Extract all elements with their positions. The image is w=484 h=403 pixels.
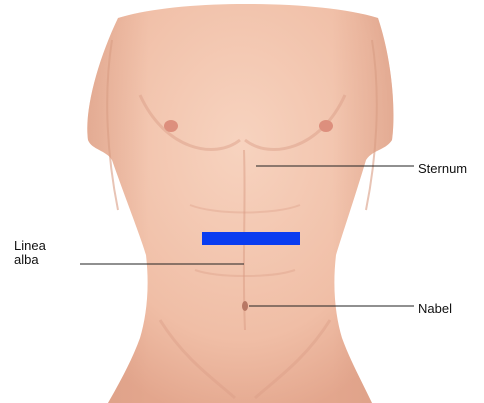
sternum-label: Sternum bbox=[418, 162, 467, 176]
linea-alba-label: Linea alba bbox=[14, 239, 74, 267]
left-nipple bbox=[164, 120, 178, 132]
incision-marker bbox=[202, 232, 300, 245]
navel bbox=[242, 301, 248, 311]
linea-alba-label-line2: alba bbox=[14, 253, 74, 267]
nabel-label: Nabel bbox=[418, 302, 452, 316]
right-nipple bbox=[319, 120, 333, 132]
linea-alba-label-line1: Linea bbox=[14, 239, 74, 253]
torso-side-shading bbox=[87, 4, 393, 403]
